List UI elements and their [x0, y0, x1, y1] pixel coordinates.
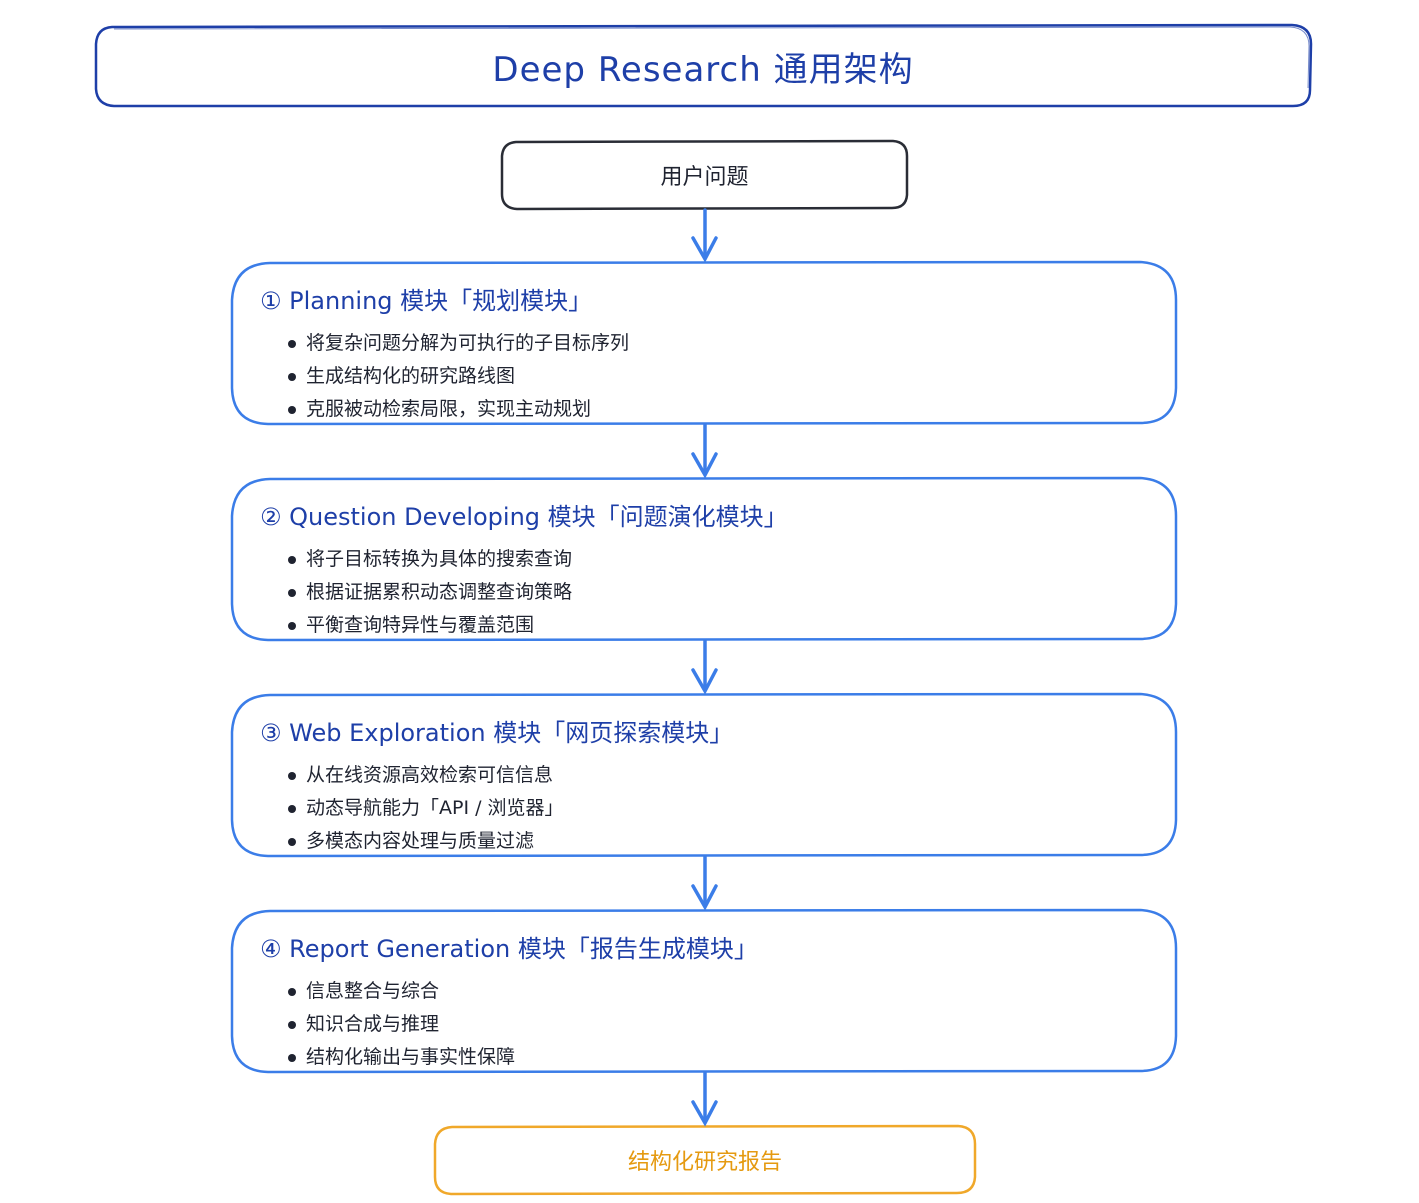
list-item: 从在线资源高效检索可信信息 — [288, 759, 564, 792]
list-item: 将复杂问题分解为可执行的子目标序列 — [288, 327, 629, 360]
module-report-generation: ④ Report Generation 模块「报告生成模块」 信息整合与综合 知… — [232, 911, 1176, 1072]
list-item: 知识合成与推理 — [288, 1008, 515, 1041]
module-planning: ① Planning 模块「规划模块」 将复杂问题分解为可执行的子目标序列 生成… — [232, 263, 1176, 424]
list-item: 生成结构化的研究路线图 — [288, 360, 629, 393]
bullet-icon — [288, 1054, 296, 1062]
diagram-title: Deep Research 通用架构 — [492, 49, 914, 90]
list-item: 结构化输出与事实性保障 — [288, 1041, 515, 1074]
arrow-report-to-end — [691, 1071, 718, 1127]
title-box — [94, 23, 1313, 108]
module-box-question — [230, 476, 1178, 642]
bullet-icon — [288, 622, 296, 630]
bullet-icon — [288, 1021, 296, 1029]
bullet-icon — [288, 838, 296, 846]
arrow-start-to-planning — [691, 208, 718, 263]
module-question-developing: ② Question Developing 模块「问题演化模块」 将子目标转换为… — [232, 479, 1176, 640]
arrow-web-to-report — [691, 855, 718, 911]
end-node-label: 结构化研究报告 — [627, 1150, 782, 1175]
module-title: ④ Report Generation 模块「报告生成模块」 — [260, 935, 758, 963]
list-item: 信息整合与综合 — [288, 975, 515, 1008]
list-item: 多模态内容处理与质量过滤 — [288, 825, 564, 858]
module-items: 从在线资源高效检索可信信息 动态导航能力「API / 浏览器」 多模态内容处理与… — [288, 759, 564, 858]
module-items: 将复杂问题分解为可执行的子目标序列 生成结构化的研究路线图 克服被动检索局限，实… — [288, 327, 629, 426]
module-title: ② Question Developing 模块「问题演化模块」 — [260, 503, 788, 531]
bullet-icon — [288, 340, 296, 348]
bullet-icon — [288, 373, 296, 381]
list-item: 根据证据累积动态调整查询策略 — [288, 576, 572, 609]
module-title: ③ Web Exploration 模块「网页探索模块」 — [260, 719, 734, 747]
start-node-box — [500, 139, 909, 211]
module-items: 信息整合与综合 知识合成与推理 结构化输出与事实性保障 — [288, 975, 515, 1074]
module-items: 将子目标转换为具体的搜索查询 根据证据累积动态调整查询策略 平衡查询特异性与覆盖… — [288, 543, 572, 642]
arrow-question-to-web — [691, 639, 718, 695]
module-box-report — [230, 908, 1178, 1074]
module-box-planning — [230, 260, 1178, 426]
list-item: 动态导航能力「API / 浏览器」 — [288, 792, 564, 825]
list-item: 平衡查询特异性与覆盖范围 — [288, 609, 572, 642]
bullet-icon — [288, 988, 296, 996]
start-node-label: 用户问题 — [660, 165, 749, 190]
arrow-planning-to-question — [691, 423, 718, 479]
list-item: 将子目标转换为具体的搜索查询 — [288, 543, 572, 576]
bullet-icon — [288, 406, 296, 414]
bullet-icon — [288, 805, 296, 813]
list-item: 克服被动检索局限，实现主动规划 — [288, 393, 629, 426]
module-box-web — [230, 692, 1178, 858]
end-node-box — [433, 1124, 977, 1196]
bullet-icon — [288, 556, 296, 564]
module-title: ① Planning 模块「规划模块」 — [260, 287, 593, 315]
bullet-icon — [288, 772, 296, 780]
bullet-icon — [288, 589, 296, 597]
module-web-exploration: ③ Web Exploration 模块「网页探索模块」 从在线资源高效检索可信… — [232, 695, 1176, 856]
